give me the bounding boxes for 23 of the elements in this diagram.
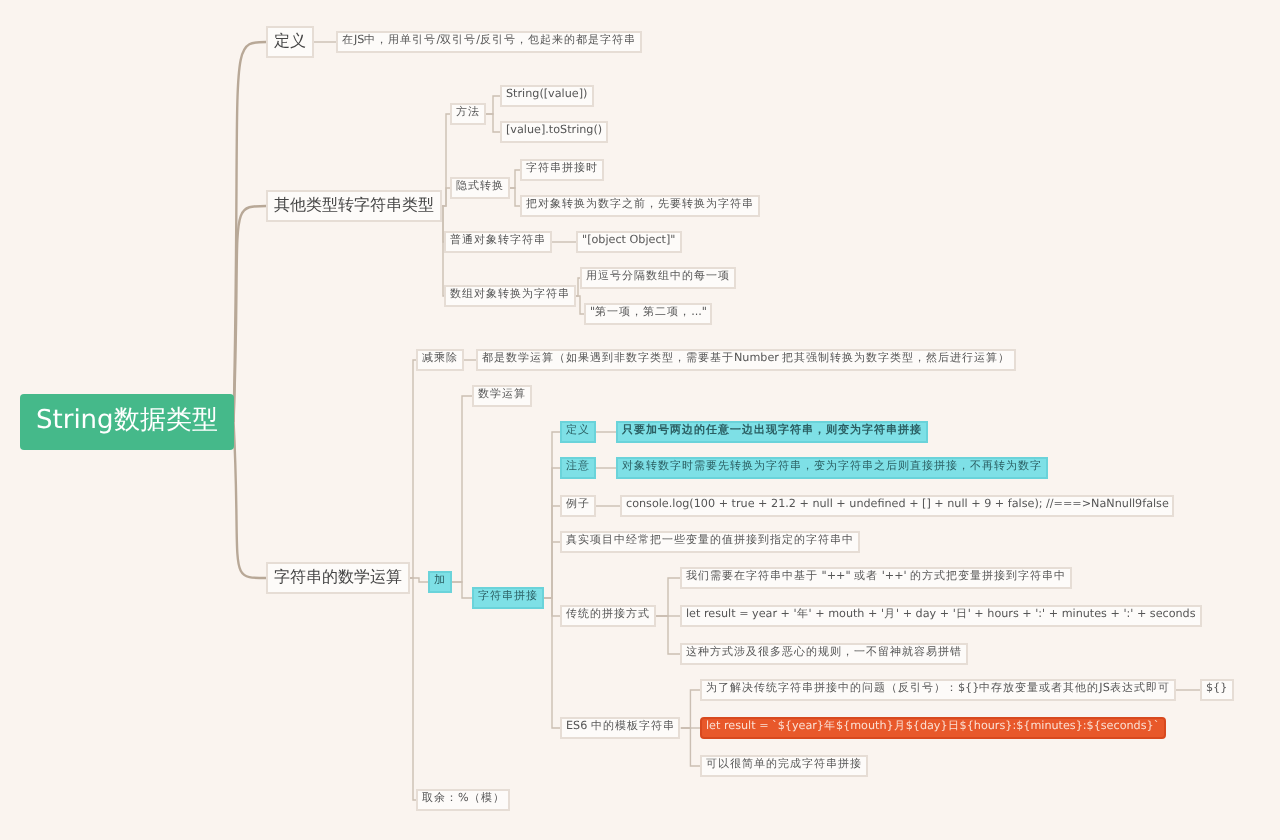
connector-line (485, 113, 501, 133)
connector-line (575, 295, 585, 315)
connector-line (551, 241, 577, 243)
connector-line (463, 359, 477, 361)
connector-line (509, 187, 521, 207)
connector-line (409, 577, 429, 583)
connector-line (595, 505, 621, 507)
connector-line (1175, 689, 1201, 691)
connector-line (451, 581, 473, 599)
connector-line (655, 615, 681, 655)
topic-box: 其他类型转字符串类型 (266, 190, 442, 222)
connector-line (680, 727, 701, 767)
connector-line (441, 187, 451, 207)
topic-box: 定义 (266, 26, 314, 58)
topic-box: 字符串的数学运算 (266, 562, 410, 594)
connector-line (409, 359, 417, 579)
connector-line (575, 277, 581, 297)
connector-line (509, 169, 521, 189)
root-box: String数据类型 (20, 394, 234, 450)
connector-line (595, 467, 617, 469)
connector-line (313, 41, 337, 43)
connector-line (409, 577, 417, 801)
connector-line (595, 431, 617, 433)
